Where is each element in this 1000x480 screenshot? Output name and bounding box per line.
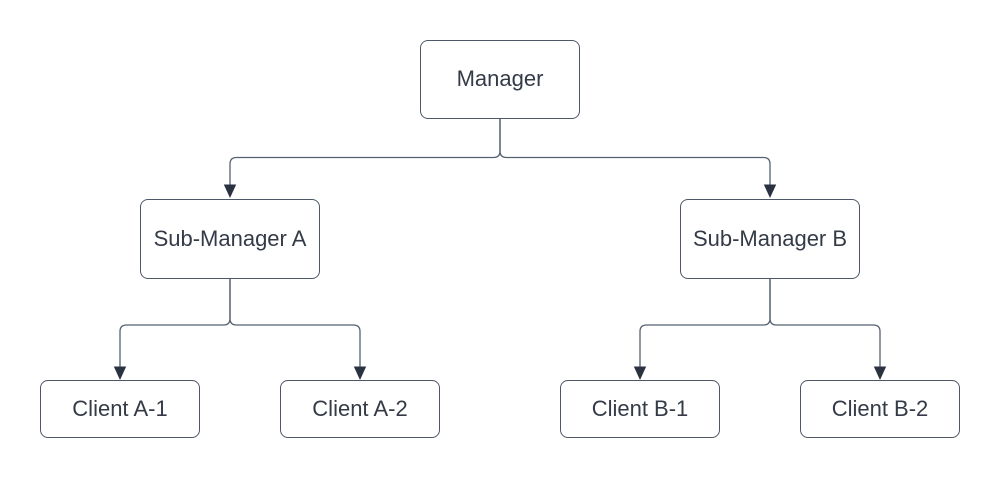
arrowhead-client-b2-icon (873, 366, 887, 380)
node-sub-manager-a: Sub-Manager A (140, 199, 320, 279)
arrowhead-client-b1-icon (633, 366, 647, 380)
node-client-a2: Client A-2 (280, 380, 440, 438)
edge-sub-manager-a-to-client-a1 (119, 279, 231, 368)
node-client-a1-label: Client A-1 (72, 395, 168, 421)
edge-sub-manager-b-to-client-b1 (639, 279, 771, 368)
edge-manager-to-sub-manager-a (229, 119, 501, 186)
edge-sub-manager-b-to-client-b2 (769, 279, 881, 368)
arrowhead-sub-manager-a-icon (223, 184, 237, 198)
arrowhead-client-a2-icon (353, 366, 367, 380)
node-manager-label: Manager (456, 66, 544, 92)
node-client-a1: Client A-1 (40, 380, 200, 438)
node-client-b1-label: Client B-1 (591, 395, 689, 421)
edge-sub-manager-a-to-client-a2 (229, 279, 361, 368)
node-client-b1: Client B-1 (560, 380, 720, 438)
node-sub-manager-b: Sub-Manager B (680, 199, 860, 279)
node-client-b2-label: Client B-2 (831, 395, 929, 421)
node-client-a2-label: Client A-2 (312, 395, 408, 421)
edge-manager-to-sub-manager-b (499, 119, 771, 186)
node-sub-manager-b-label: Sub-Manager B (692, 225, 848, 251)
node-manager: Manager (420, 40, 580, 119)
arrowhead-sub-manager-b-icon (763, 184, 777, 198)
arrowhead-client-a1-icon (113, 366, 127, 380)
node-sub-manager-a-label: Sub-Manager A (153, 225, 307, 251)
node-client-b2: Client B-2 (800, 380, 960, 438)
